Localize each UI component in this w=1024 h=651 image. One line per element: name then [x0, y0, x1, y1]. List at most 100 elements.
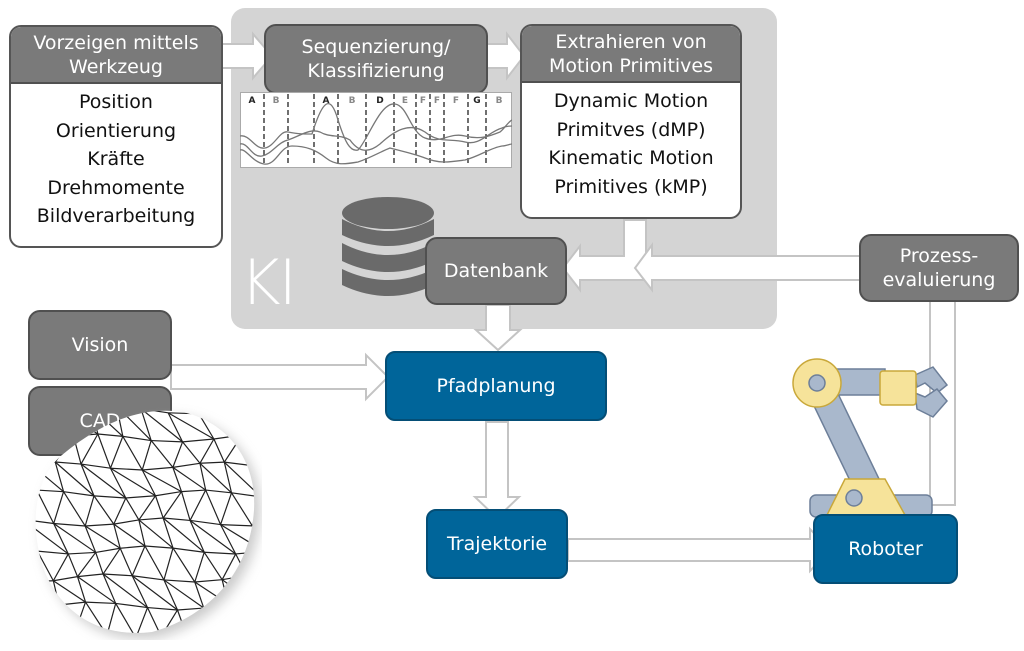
mesh-edge: [163, 579, 179, 611]
mesh-edge: [35, 439, 47, 465]
mesh-edge: [163, 579, 205, 609]
mesh-edge: [35, 608, 45, 631]
mesh-edge: [115, 602, 148, 609]
mesh-edge: [53, 491, 65, 524]
mesh-edge: [53, 522, 86, 527]
demo-item: Position: [79, 91, 153, 113]
mesh-edge: [221, 553, 237, 580]
mesh-edge: [75, 630, 108, 633]
demo-item: Bildverarbeitung: [36, 205, 196, 227]
segment-label: D: [376, 96, 383, 106]
mesh-edge: [138, 517, 164, 521]
mesh-edge: [141, 469, 182, 493]
mesh-edge: [248, 433, 255, 466]
mesh-edge: [62, 411, 75, 437]
mesh-edge: [189, 489, 207, 521]
mesh-edge: [162, 517, 205, 553]
mesh-edge: [35, 519, 38, 552]
mesh-edge: [144, 545, 165, 581]
sequencing-box: Sequenzierung/ Klassifizierung: [264, 24, 488, 94]
robot-arm-icon: [792, 358, 949, 518]
mesh-edge: [122, 435, 152, 442]
mesh-edge: [194, 552, 205, 583]
arrow-inputs-to-path: [170, 352, 390, 402]
mesh-edge: [63, 411, 99, 435]
mesh-edge: [93, 495, 115, 525]
mesh-edge: [172, 466, 207, 491]
mesh-edge: [91, 410, 99, 435]
mesh-edge: [223, 462, 233, 493]
robot-box: Roboter: [813, 514, 958, 584]
mesh-edge: [95, 547, 121, 554]
mesh-edge: [109, 467, 127, 499]
mesh-edge: [182, 441, 201, 464]
mesh-edge: [140, 410, 152, 441]
process-evaluation-box: Prozess- evaluierung: [859, 234, 1019, 302]
mesh-edge: [80, 463, 111, 469]
demo-card-title: Vorzeigen mittels Werkzeug: [11, 27, 221, 84]
extract-card-title: Extrahieren von Motion Primitives: [522, 26, 740, 83]
segment-label: B: [349, 96, 356, 106]
mesh-edge: [203, 551, 223, 581]
mesh-edge: [172, 467, 183, 492]
mesh-edge: [53, 576, 78, 582]
mesh-edge: [227, 601, 254, 605]
mesh-edge: [132, 575, 165, 581]
mesh-edge: [36, 489, 55, 524]
mesh-edge: [140, 410, 183, 443]
mesh-edge: [109, 436, 124, 469]
mesh-edge: [84, 495, 95, 527]
mesh-edge: [150, 440, 174, 468]
mesh-edge: [213, 438, 225, 463]
mesh-edge: [43, 604, 60, 631]
mesh-edge: [172, 547, 196, 583]
mesh-edge: [154, 495, 164, 519]
mesh-edge: [172, 441, 184, 468]
mesh-edge: [97, 433, 112, 469]
arrow-path-to-trajectory: [472, 421, 522, 520]
demo-card: Vorzeigen mittels Werkzeug Position Orie…: [9, 25, 223, 248]
segment-label: E: [402, 96, 408, 106]
mesh-edge: [35, 411, 64, 415]
mesh-edge: [84, 525, 97, 553]
mesh-edge: [219, 492, 233, 525]
mesh-edge: [135, 607, 149, 633]
mesh-edge: [144, 545, 174, 549]
segment-label: F: [434, 96, 440, 106]
mesh-edge: [230, 410, 243, 436]
mesh-edge: [241, 601, 255, 633]
signal-curve-1: [240, 103, 512, 151]
mesh-edge: [80, 463, 95, 497]
mesh-edge: [35, 461, 56, 465]
database-box: Datenbank: [425, 237, 567, 305]
mesh-edge: [155, 490, 182, 497]
segment-label: A: [323, 96, 330, 106]
mesh-edge: [37, 550, 69, 555]
mesh-edge: [231, 492, 255, 498]
mesh-edge: [220, 523, 253, 527]
mesh-edge: [185, 629, 213, 633]
mesh-edge: [67, 553, 79, 577]
mesh-edge: [36, 489, 64, 493]
mesh-edge: [84, 525, 121, 549]
mesh-edge: [113, 523, 146, 547]
mesh-edge: [230, 410, 255, 412]
mesh-edge: [63, 491, 86, 527]
mesh-edge: [147, 606, 178, 611]
mesh-edge: [115, 603, 137, 633]
demo-item: Drehmomente: [47, 176, 185, 199]
mesh-edge: [138, 495, 156, 521]
mesh-edge: [54, 461, 65, 492]
mesh-edge: [102, 573, 117, 604]
mesh-edge: [205, 489, 232, 494]
mesh-edge: [63, 410, 92, 413]
extract-item: Primitives (kMP): [554, 175, 708, 198]
mesh-edge: [138, 519, 146, 547]
mesh-edge: [110, 467, 143, 471]
mesh-edge: [141, 440, 152, 471]
mesh-edge: [54, 461, 95, 497]
mesh-edge: [53, 580, 86, 603]
extract-item: Primitves (dMP): [556, 118, 706, 141]
mesh-edge: [122, 436, 143, 471]
mesh-edge: [223, 461, 255, 498]
